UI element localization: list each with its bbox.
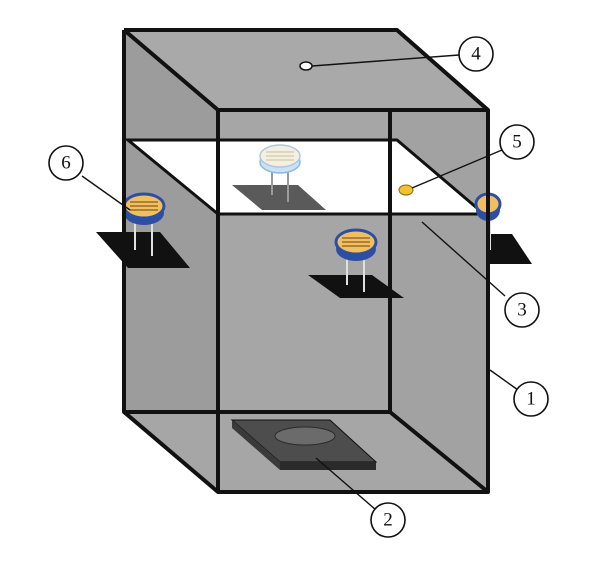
callout-5-label: 5 [512, 132, 522, 153]
callout-6: 6 [48, 145, 84, 181]
box-edges [122, 28, 490, 494]
leader-6 [81, 175, 131, 211]
leader-3 [421, 221, 506, 297]
light-sensor-top [259, 144, 301, 202]
callout-4-label: 4 [471, 44, 481, 65]
callout-2: 2 [370, 502, 406, 538]
light-sensor-center [308, 228, 404, 298]
leader-4 [311, 54, 460, 67]
callout-4: 4 [458, 36, 494, 72]
callout-leaders [81, 54, 519, 511]
callout-6-label: 6 [61, 153, 71, 174]
callout-1: 1 [513, 381, 549, 417]
callout-3: 3 [504, 292, 540, 328]
callout-3-label: 3 [517, 300, 527, 321]
leader-1 [489, 369, 519, 391]
base-disc [274, 426, 336, 446]
callout-2-label: 2 [383, 510, 393, 531]
light-source-led [398, 184, 414, 196]
top-sensor-mount [232, 185, 326, 210]
callout-1-label: 1 [526, 389, 536, 410]
top-aperture [299, 61, 313, 71]
leader-2 [315, 457, 377, 511]
leader-5 [411, 149, 503, 189]
base-plate [230, 419, 378, 470]
callout-5: 5 [499, 124, 535, 160]
